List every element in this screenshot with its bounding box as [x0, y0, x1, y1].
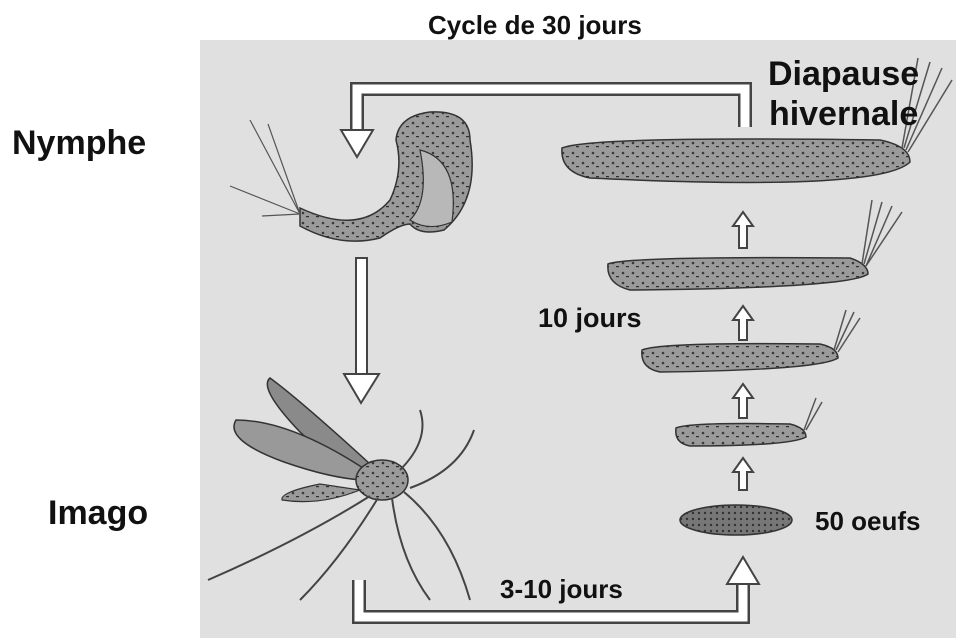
adult-imago — [208, 378, 474, 600]
label-imago: Imago — [48, 494, 148, 533]
larva-stage-3 — [608, 200, 902, 290]
larva-stage-1 — [676, 398, 822, 446]
label-nymphe: Nymphe — [12, 124, 146, 163]
diagram-title: Cycle de 30 jours — [428, 10, 642, 41]
arrow-nymph-to-imago — [344, 258, 379, 403]
label-diapause: Diapause hivernale — [768, 54, 919, 134]
label-adult-duration: 3-10 jours — [500, 574, 623, 605]
egg-mass — [680, 505, 792, 535]
label-larval-duration: 10 jours — [538, 303, 642, 334]
label-diapause-line1: Diapause — [768, 54, 919, 94]
label-diapause-line2: hivernale — [768, 94, 919, 134]
label-eggs: 50 oeufs — [815, 506, 921, 537]
